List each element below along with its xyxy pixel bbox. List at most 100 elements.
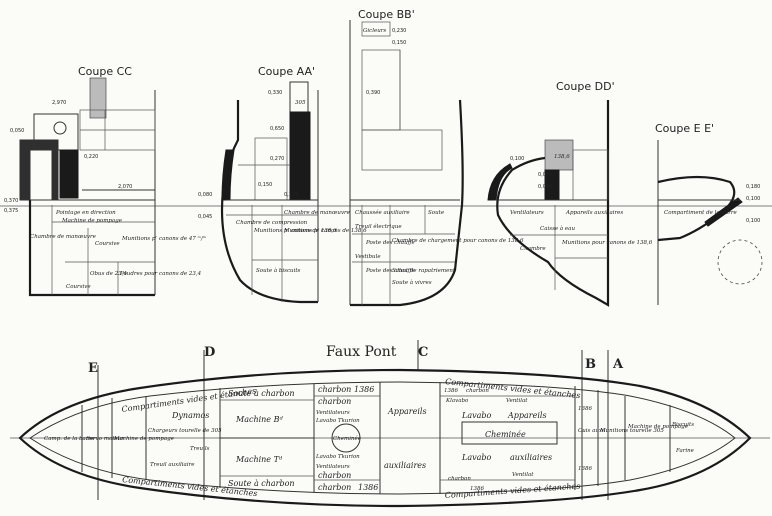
svg-text:Machine de pompage: Machine de pompage [113,436,175,442]
plan-faux-pont: Faux Pont E D C B A [10,340,770,508]
svg-text:0,050: 0,050 [538,184,552,190]
svg-text:Ventilateurs: Ventilateurs [316,464,350,470]
svg-text:Lavabo: Lavabo [461,411,491,420]
marker-d: D [204,345,215,360]
section-aa-title: Coupe AA' [258,65,315,78]
svg-text:charbon: charbon [466,388,489,394]
svg-text:0,650: 0,650 [270,126,284,132]
cc-column [59,149,79,199]
cc-turret-wall [19,139,59,201]
section-dd-title: Coupe DD' [556,80,615,93]
plan-cheminee-left [331,423,361,453]
ee-hull [657,175,736,242]
svg-text:Chambre de manœuvre: Chambre de manœuvre [284,210,351,216]
svg-text:Obus de 23,4: Obus de 23,4 [90,271,127,277]
svg-text:Machine de pompage: Machine de pompage [627,424,689,430]
svg-text:Lavabo Tkurion: Lavabo Tkurion [315,418,360,424]
svg-text:Poste des chauffe: Poste des chauffe [365,240,416,246]
bb-hull [350,99,464,307]
svg-text:Farine: Farine [675,448,695,454]
svg-text:Munitions pʳ canons de 138,6: Munitions pʳ canons de 138,6 [283,228,367,234]
svg-text:138,6: 138,6 [554,154,570,160]
svg-text:Coursive: Coursive [95,241,120,247]
section-dd: Coupe DD' 0,100 0,050 0,050 138,6 Ventil… [487,80,653,307]
cc-hull [28,200,155,297]
svg-text:1386: 1386 [358,483,378,492]
svg-text:Servo moteur: Servo moteur [86,436,124,442]
svg-text:Soute à biscuits: Soute à biscuits [256,267,301,274]
section-cc: Coupe CC Pointage en direction Machine d… [4,65,206,297]
svg-text:0,180: 0,180 [746,184,760,190]
svg-text:0,045: 0,045 [198,214,212,220]
svg-text:Lavabo: Lavabo [461,453,491,462]
svg-text:0,330: 0,330 [268,90,282,96]
svg-text:Ventilateurs: Ventilateurs [510,210,544,216]
svg-text:Chambre: Chambre [520,246,546,252]
svg-text:Chambre de compression: Chambre de compression [236,220,308,226]
svg-text:Chargeurs tourelle de 305: Chargeurs tourelle de 305 [148,428,222,434]
svg-text:0,150: 0,150 [392,40,406,46]
svg-text:1386: 1386 [470,486,484,492]
svg-text:Appareils: Appareils [507,411,547,420]
svg-text:Cheminée: Cheminée [333,435,362,442]
svg-text:0,100: 0,100 [746,196,760,202]
svg-text:0,230: 0,230 [392,28,406,34]
svg-text:Chambre de manœuvre: Chambre de manœuvre [30,234,97,240]
svg-text:Ventilateurs: Ventilateurs [316,410,350,416]
svg-text:charbon: charbon [318,385,351,394]
svg-text:2,070: 2,070 [118,184,132,190]
svg-text:charbon: charbon [448,476,471,482]
marker-c: C [418,345,428,360]
section-cc-title: Coupe CC [78,65,132,78]
svg-text:1386: 1386 [578,406,592,412]
svg-text:Treuil auxiliaire: Treuil auxiliaire [150,462,195,468]
svg-text:Appareils: Appareils [387,407,427,416]
dd-hull [496,100,610,307]
aa-turret-column [289,111,311,201]
svg-text:Compartiments vides et étanche: Compartiments vides et étanches [445,482,581,500]
svg-text:0,080: 0,080 [198,192,212,198]
svg-text:1386: 1386 [354,385,374,394]
cc-turret-top [33,113,79,151]
svg-text:Poudres pour canons de 23,4: Poudres pour canons de 23,4 [119,271,202,277]
plan-cheminee-right [461,421,558,445]
cc-mast [89,77,107,119]
svg-text:Treuils: Treuils [190,446,210,452]
section-aa: Coupe AA' 0,330 305 0,650 0,270 0,150 0,… [198,65,367,304]
svg-text:Soute à charbon: Soute à charbon [228,479,295,488]
dd-cap [544,139,574,171]
svg-text:charbon: charbon [318,483,351,492]
svg-text:Compartiment de la barre: Compartiment de la barre [664,210,737,216]
svg-text:2,970: 2,970 [52,100,66,106]
svg-text:charbon: charbon [318,471,351,480]
svg-text:0,050: 0,050 [10,128,24,134]
plan-title: Faux Pont [326,344,397,360]
svg-text:Munitions pʳ canons de 138,6: Munitions pʳ canons de 138,6 [253,228,337,234]
svg-text:Ventilat: Ventilat [512,472,534,478]
svg-text:Munitions pour canons de 138,6: Munitions pour canons de 138,6 [561,240,653,246]
section-ee: Coupe E E' 0,180 0,100 0,100 Compartimen… [655,122,763,305]
svg-text:0,220: 0,220 [84,154,98,160]
svg-text:1386: 1386 [578,466,592,472]
svg-text:Gicleurs: Gicleurs [363,28,386,34]
svg-text:0,370: 0,370 [4,198,18,204]
svg-text:Poste des chauffe: Poste des chauffe [365,268,416,274]
svg-text:Cheminée: Cheminée [485,430,526,439]
svg-text:Munitions pʳ canons de 47 ᵐ/ᵐ: Munitions pʳ canons de 47 ᵐ/ᵐ [121,236,206,242]
svg-text:Soute à vivres: Soute à vivres [392,279,432,286]
section-ee-title: Coupe E E' [655,122,714,135]
svg-text:Caisse à eau: Caisse à eau [540,225,575,232]
svg-text:Sabot de rapatriement: Sabot de rapatriement [392,268,456,274]
svg-text:0,050: 0,050 [538,172,552,178]
svg-text:Chambre de chargement pour can: Chambre de chargement pour canons de 138… [392,238,524,244]
svg-text:Dynamos: Dynamos [171,411,209,420]
svg-text:Vestibule: Vestibule [355,254,381,260]
svg-text:Ventilat: Ventilat [506,398,528,404]
svg-text:Cuis auxil.: Cuis auxil. [578,428,608,434]
svg-text:0,375: 0,375 [4,208,18,214]
marker-a: A [612,357,624,372]
ee-propeller [717,239,763,285]
svg-text:305: 305 [295,100,306,106]
